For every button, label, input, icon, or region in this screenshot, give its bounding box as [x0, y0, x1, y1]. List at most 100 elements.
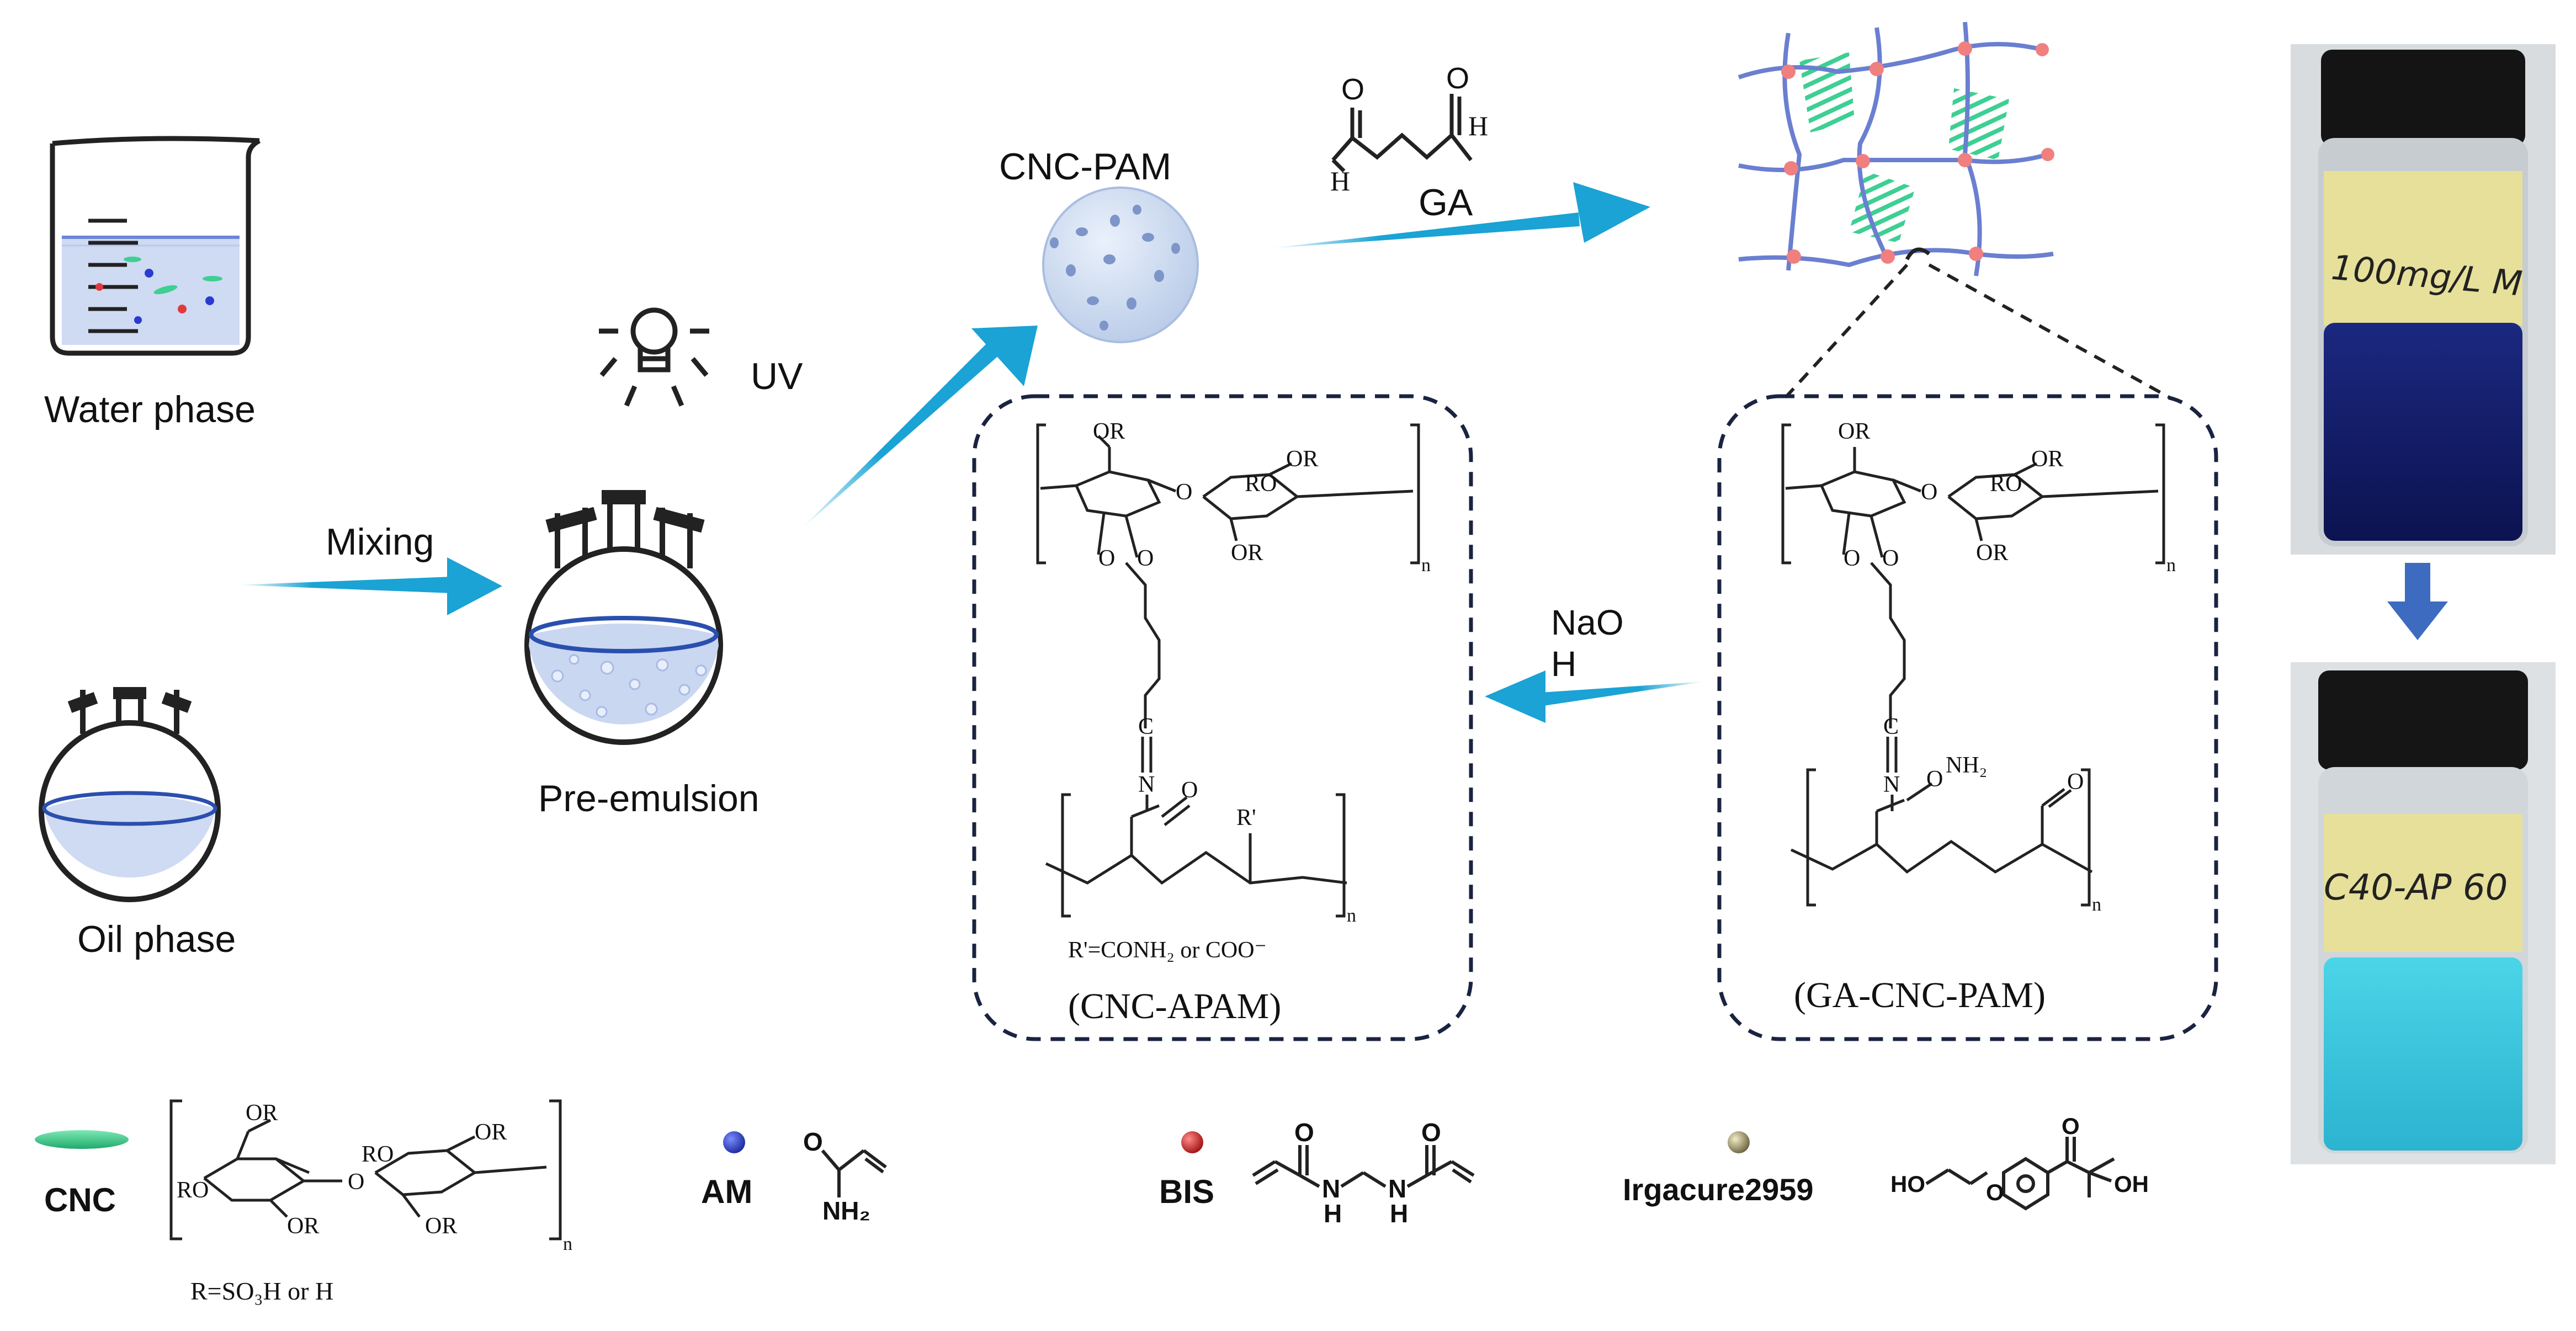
gapam-o-ring1: O	[1844, 546, 1860, 571]
legend-cnc-ro-1: RO	[177, 1178, 209, 1203]
ga-cnc-pam-box	[1717, 394, 2218, 1041]
ga-cnc-pam-text: OR OR RO O OR O O C N O NH₂ O n n (GA-CN…	[1794, 419, 2176, 1015]
oil-phase-label: Oil phase	[77, 918, 236, 960]
cnc-pam-sphere	[1042, 187, 1199, 343]
mixing-arrow	[237, 557, 502, 615]
apam-or-2: OR	[1286, 446, 1318, 472]
ga-h-left: H	[1330, 166, 1350, 196]
oil-phase-flask	[39, 687, 221, 902]
legend-irgacure-o-ether: O	[1986, 1179, 2004, 1205]
legend-irgacure-o-ketone: O	[2062, 1113, 2080, 1139]
water-liquid	[62, 237, 240, 345]
pre-emulsion-flask	[524, 490, 723, 745]
legend-cnc-structure	[169, 1099, 562, 1241]
water-phase-beaker	[50, 136, 261, 356]
legend-bis-n-1: N	[1322, 1174, 1340, 1203]
legend-cnc-o-bridge: O	[348, 1169, 364, 1195]
apam-ro: RO	[1245, 471, 1277, 497]
gapam-nh2: NH₂	[1946, 753, 1987, 778]
naoh-label-line1: NaO	[1551, 603, 1624, 642]
gapam-ro: RO	[1990, 471, 2022, 497]
apam-o-amide: O	[1181, 778, 1198, 803]
gapam-o-bridge: O	[1921, 480, 1937, 505]
legend-bis-h-1: H	[1324, 1199, 1342, 1228]
cnc-apam-structure	[1036, 423, 1420, 918]
gapam-o-ring2: O	[1882, 546, 1899, 571]
legend-cnc-or-2: OR	[287, 1213, 319, 1239]
apam-o-bridge: O	[1176, 480, 1192, 505]
apam-or-1: OR	[1093, 419, 1125, 444]
apam-or-3: OR	[1231, 540, 1263, 566]
legend-cnc-label: CNC	[44, 1181, 116, 1218]
legend-bis-structure	[1252, 1145, 1475, 1188]
legend-am-nh2: NH₂	[822, 1196, 870, 1225]
legend-cnc-n: n	[563, 1234, 572, 1254]
legend-bis-n-2: N	[1388, 1174, 1406, 1203]
cnc-apam-label: (CNC-APAM)	[1068, 986, 1281, 1026]
gapam-o-carbonyl: O	[2067, 769, 2084, 795]
ga-h-right: H	[1468, 110, 1488, 141]
apam-o-ring1: O	[1098, 546, 1115, 571]
legend-bis-label: BIS	[1159, 1173, 1214, 1210]
gapam-o-amide: O	[1926, 766, 1943, 792]
gapam-n-bottom: n	[2092, 895, 2101, 915]
apam-c: C	[1138, 714, 1154, 739]
legend-cnc-or-3: OR	[475, 1120, 507, 1145]
cnc-apam-text: OR OR RO O OR O O C N O R' n n R'=CONH₂ …	[1068, 419, 1431, 1026]
legend-am-label: AM	[701, 1173, 752, 1210]
apam-n: N	[1138, 772, 1155, 797]
vial-down-arrow	[2387, 563, 2448, 640]
bis-icon	[1181, 1131, 1203, 1153]
naoh-arrow	[1485, 670, 1706, 723]
legend-cnc-or-4: OR	[425, 1213, 457, 1239]
ga-cnc-pam-structure	[1781, 423, 2165, 907]
legend-bis-h-2: H	[1390, 1199, 1408, 1228]
hydrogel-network	[1738, 22, 2054, 276]
gapam-n: N	[1883, 772, 1900, 797]
am-icon	[723, 1131, 745, 1153]
legend: CNC OR RO OR O RO OR OR n R=SO₃H or H AM	[35, 1099, 2149, 1305]
vial-photo-bottom: C40-AP 60	[2291, 662, 2556, 1164]
glutaraldehyde-structure	[1331, 94, 1473, 173]
apam-n-top: n	[1421, 555, 1431, 576]
apam-n-bottom: n	[1347, 906, 1356, 926]
ga-oxygen-left: O	[1341, 73, 1364, 106]
uv-polymerization-arrow	[800, 326, 1038, 530]
cnc-pam-label: CNC-PAM	[999, 146, 1171, 188]
gapam-or-1: OR	[1838, 419, 1870, 444]
cnc-icon	[35, 1130, 129, 1149]
ga-cnc-pam-label: (GA-CNC-PAM)	[1794, 975, 2046, 1015]
ga-oxygen-right: O	[1446, 62, 1469, 95]
legend-am-o: O	[803, 1127, 823, 1156]
apam-o-ring2: O	[1137, 546, 1154, 571]
irgacure-icon	[1728, 1131, 1750, 1153]
uv-label: UV	[751, 355, 803, 397]
legend-r-definition: R=SO₃H or H	[190, 1277, 333, 1305]
ga-label: GA	[1419, 182, 1473, 223]
legend-cnc-ro-2: RO	[362, 1142, 394, 1167]
legend-irgacure-ho: HO	[1890, 1171, 1925, 1197]
r-prime-definition: R'=CONH₂ or COO⁻	[1068, 938, 1267, 963]
ga-crosslink-arrow	[1270, 182, 1650, 248]
legend-irgacure-label: Irgacure2959	[1623, 1172, 1814, 1207]
water-phase-label: Water phase	[44, 388, 256, 430]
gapam-or-3: OR	[1976, 540, 2008, 566]
vial-photo-top: 100mg/L M	[2291, 44, 2556, 555]
gapam-n-top: n	[2166, 555, 2176, 576]
pre-emulsion-label: Pre-emulsion	[538, 778, 759, 819]
apam-r-prime: R'	[1236, 805, 1256, 830]
gapam-or-2: OR	[2031, 446, 2063, 472]
mixing-label: Mixing	[326, 521, 434, 563]
legend-cnc-or-1: OR	[246, 1100, 278, 1126]
legend-bis-o-2: O	[1421, 1118, 1441, 1147]
uv-lamp-icon	[599, 307, 709, 407]
vial-bottom-handwritten-label: C40-AP 60	[2324, 867, 2508, 908]
cnc-apam-box	[972, 394, 1473, 1041]
gapam-c: C	[1883, 714, 1899, 739]
legend-irgacure-structure	[1925, 1137, 2115, 1211]
legend-bis-o-1: O	[1294, 1118, 1314, 1147]
legend-am-structure	[821, 1149, 887, 1197]
naoh-label-line2: H	[1551, 644, 1576, 684]
zoom-indicator-lines	[1784, 263, 2170, 399]
legend-irgacure-oh: OH	[2114, 1171, 2149, 1197]
